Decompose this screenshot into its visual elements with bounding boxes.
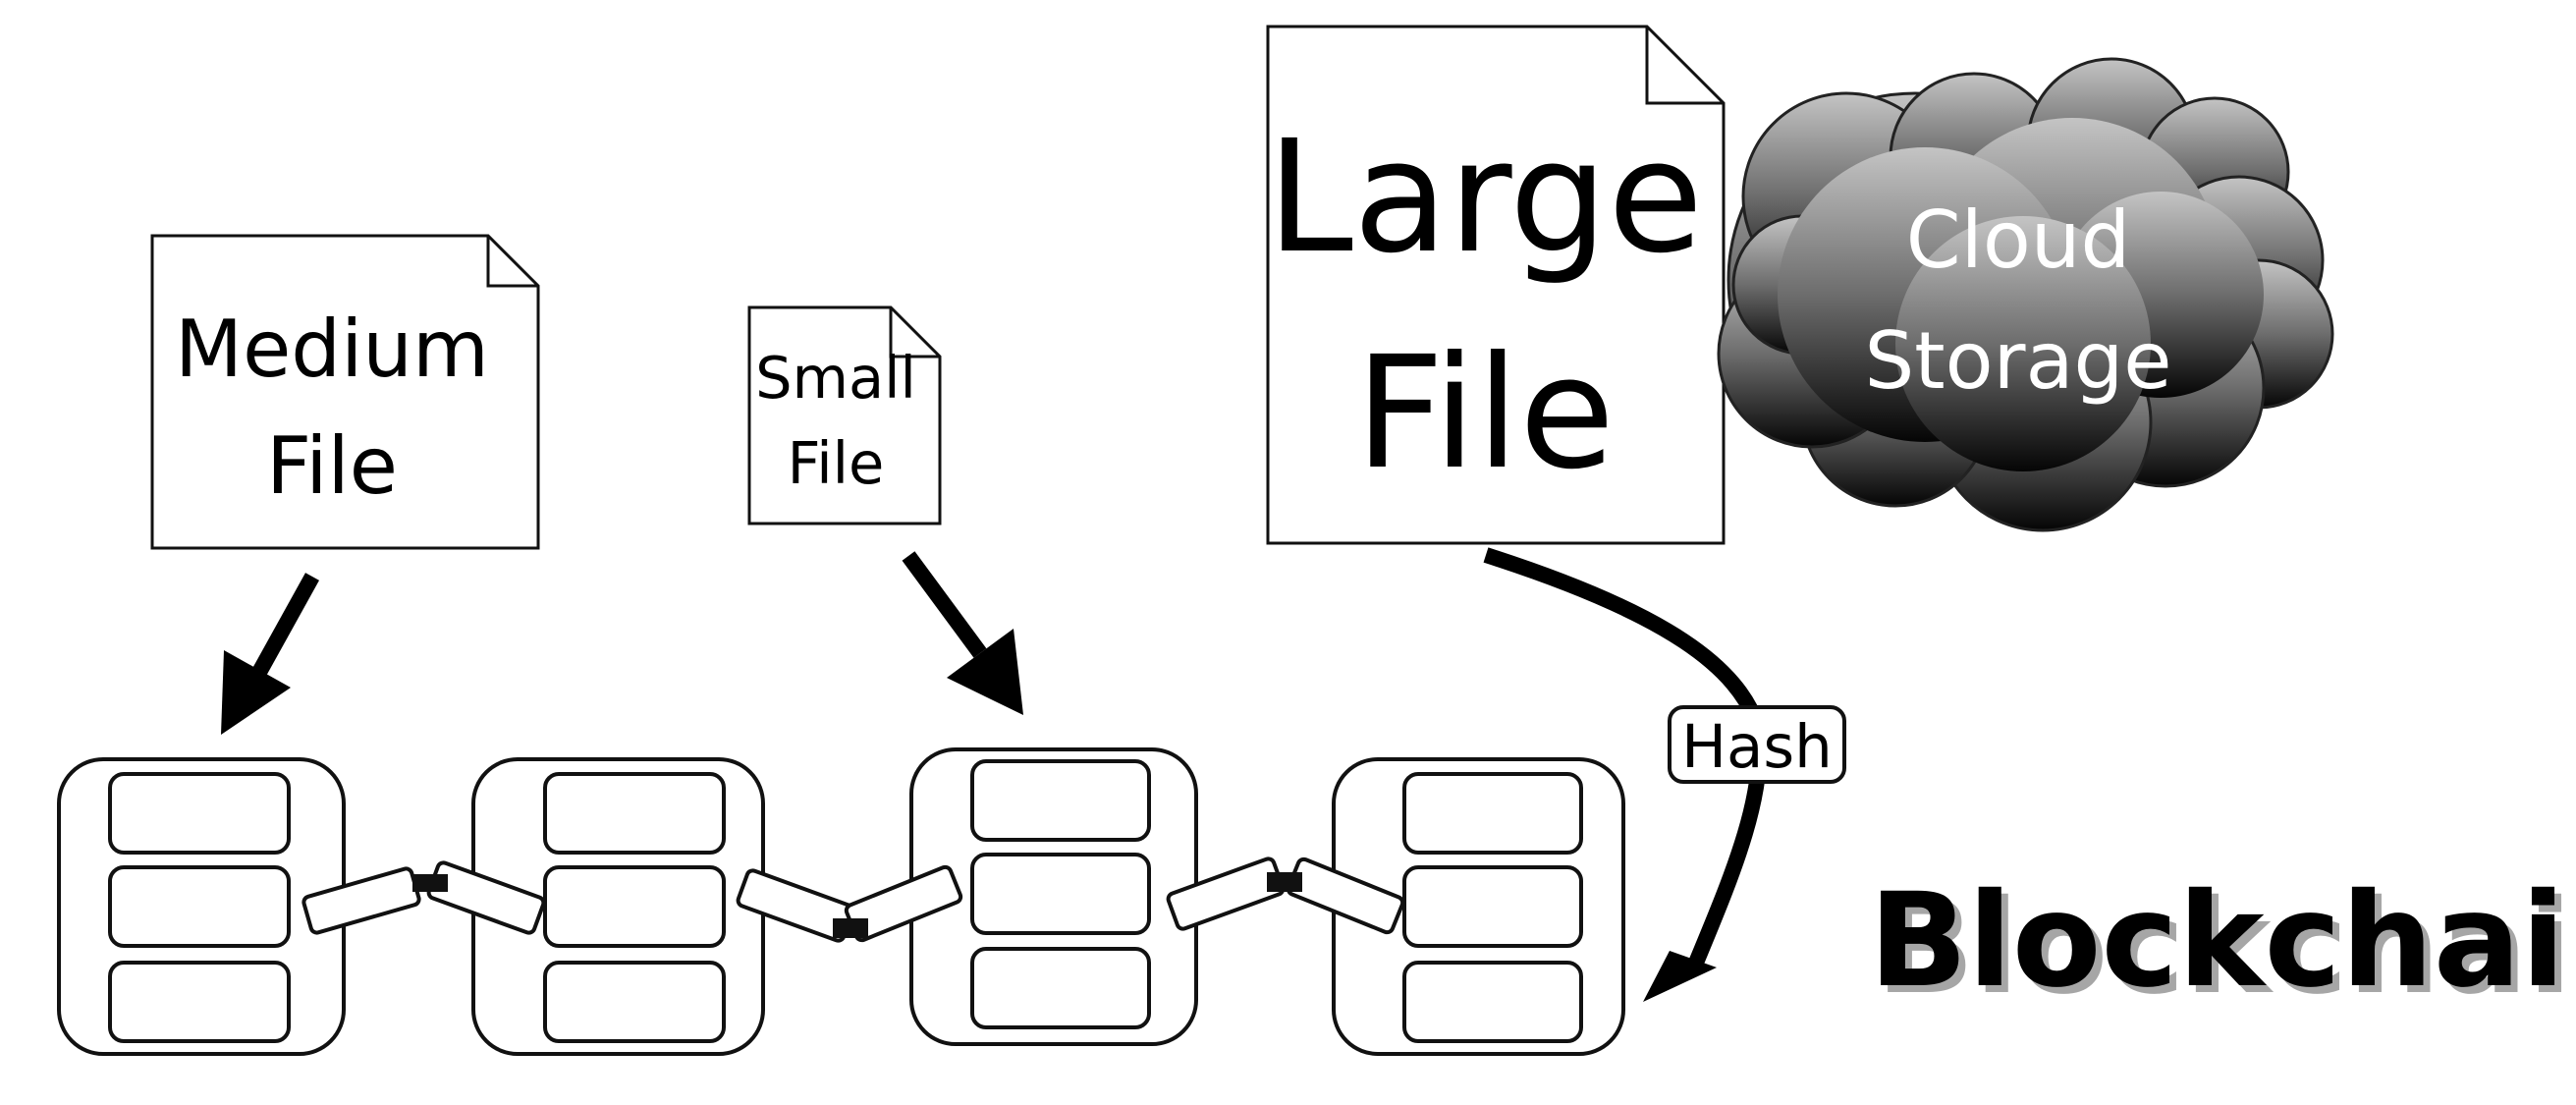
medium-file-label-line2: File	[266, 420, 398, 512]
large-file: Large File	[1266, 25, 1726, 545]
block-3-record-3	[970, 947, 1151, 1029]
arrow-small-to-block	[902, 551, 1023, 715]
small-file-label-line2: File	[788, 429, 885, 497]
cloud-label-line1: Cloud	[1906, 194, 2131, 286]
large-file-label-line2: File	[1355, 323, 1615, 504]
cloud-storage: Cloud Storage	[1717, 57, 2334, 532]
block-2-record-3	[543, 961, 726, 1043]
block-4-record-2	[1402, 865, 1583, 948]
block-3-record-1	[970, 759, 1151, 842]
block-2-record-2	[543, 865, 726, 948]
blockchain-label-shadow: Blockchain	[1876, 872, 2576, 1023]
large-file-label-line1: Large	[1267, 107, 1704, 288]
cloud-icon	[1717, 57, 2334, 532]
block-1-record-2	[108, 865, 291, 948]
hash-label: Hash	[1681, 712, 1833, 782]
block-2-record-1	[543, 772, 726, 855]
chain-link-3-4	[1166, 856, 1405, 935]
block-1	[57, 757, 346, 1056]
block-3-record-2	[970, 853, 1151, 935]
chain-link-1-2	[301, 860, 546, 935]
small-file: Small File	[747, 305, 942, 525]
block-2	[471, 757, 765, 1056]
block-4-record-1	[1402, 772, 1583, 855]
block-3	[909, 747, 1198, 1046]
block-1-record-3	[108, 961, 291, 1043]
medium-file-label-line1: Medium	[175, 304, 489, 395]
hash-tag: Hash	[1668, 705, 1846, 784]
chain-link-2-3	[736, 864, 963, 943]
blockchain-label: Blockchain	[1869, 865, 2576, 1017]
block-1-record-1	[108, 772, 291, 855]
block-4-record-3	[1402, 961, 1583, 1043]
medium-file: Medium File	[150, 234, 540, 550]
cloud-label-line2: Storage	[1864, 315, 2171, 407]
small-file-label-line1: Small	[755, 344, 916, 412]
block-4	[1332, 757, 1625, 1056]
arrow-medium-to-block	[221, 573, 319, 735]
